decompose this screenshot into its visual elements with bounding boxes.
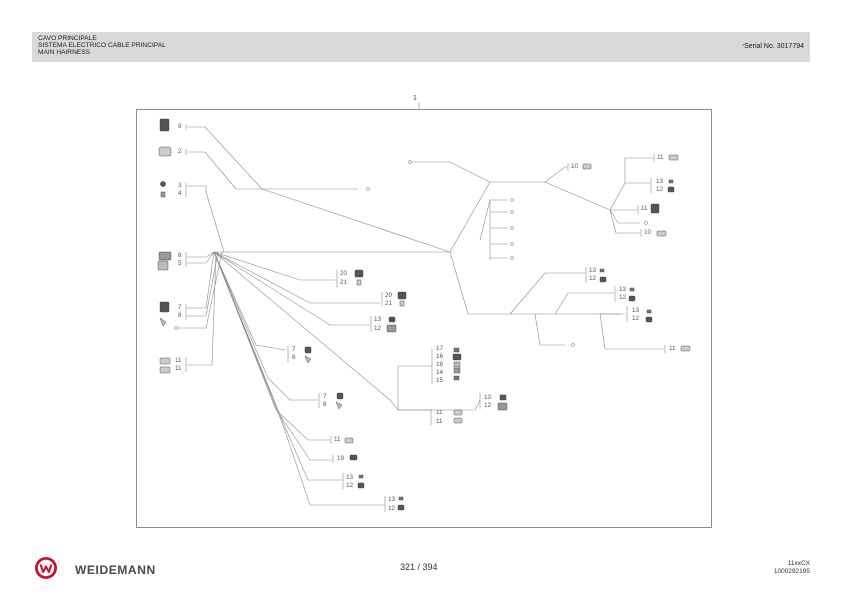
callout-11: 11 (334, 436, 341, 443)
callout-12: 12 (374, 325, 382, 332)
callout-12: 12 (619, 294, 627, 301)
title-line-es: SISTEMA ELECTRICO CABLE PRINCIPAL (38, 42, 166, 50)
callout-12: 12 (484, 402, 492, 409)
callout-14: 14 (436, 369, 444, 376)
harness-lines (176, 102, 664, 506)
serial-footnote-mark: * (742, 43, 745, 48)
callout-6: 6 (178, 252, 182, 259)
callout-7: 7 (178, 304, 182, 311)
callout-21: 21 (385, 300, 393, 307)
callout-13: 13 (632, 307, 640, 314)
callout-11: 11 (657, 154, 664, 161)
callout-8: 8 (292, 354, 296, 361)
callout-10: 10 (571, 163, 579, 170)
callout-19: 19 (337, 455, 345, 462)
wiring-diagram-frame (136, 109, 712, 528)
callout-20: 20 (340, 270, 348, 277)
callout-8: 8 (323, 401, 327, 408)
callout-12: 12 (346, 482, 354, 489)
callout-11: 11 (669, 345, 676, 352)
callout-5: 5 (178, 260, 182, 267)
callout-3: 3 (178, 182, 182, 189)
model-code: 11xxCX (787, 560, 810, 567)
serial-number: *Serial No. 3017794 (742, 43, 804, 50)
assembly-callout: 1 (413, 95, 417, 102)
model-info: 11xxCX 1000292195 (774, 560, 810, 575)
callout-8: 8 (178, 312, 182, 319)
wire-terminals (174, 160, 648, 347)
callout-13: 13 (388, 496, 396, 503)
callout-brackets (185, 124, 666, 512)
callout-12: 12 (656, 186, 664, 193)
callout-7: 7 (323, 393, 327, 400)
callout-21: 21 (340, 279, 348, 286)
callout-13: 13 (656, 178, 664, 185)
callout-16: 16 (436, 353, 444, 360)
title-line-en: MAIN HAIRNESS (38, 49, 91, 57)
callout-11: 11 (436, 409, 443, 416)
callout-4: 4 (178, 190, 182, 197)
callout-12: 12 (388, 505, 396, 512)
document-header: CAVO PRINCIPALE SISTEMA ELECTRICO CABLE … (32, 32, 810, 62)
callout-13: 13 (619, 286, 627, 293)
callout-13: 13 (346, 474, 354, 481)
callout-11: 11 (175, 357, 182, 364)
title-line-it: CAVO PRINCIPALE (38, 35, 97, 42)
callout-12: 12 (632, 315, 640, 322)
callout-9: 9 (178, 123, 182, 130)
callout-11: 11 (436, 418, 443, 425)
document-number: 1000292195 (773, 567, 810, 575)
brand-name: WEIDEMANN (75, 563, 156, 577)
callout-10: 10 (644, 229, 652, 236)
callout-13: 13 (589, 267, 597, 274)
page-number: 321 / 394 (400, 562, 438, 572)
callout-11: 11 (641, 205, 648, 212)
callout-15: 15 (436, 377, 444, 384)
header-titles: CAVO PRINCIPALE SISTEMA ELECTRICO CABLE … (38, 35, 166, 57)
callout-11: 11 (175, 365, 182, 372)
callout-12: 12 (589, 275, 597, 282)
callout-20: 20 (385, 292, 393, 299)
serial-label: Serial No. 3017794 (744, 43, 804, 50)
callout-13: 13 (374, 316, 382, 323)
callout-18: 18 (436, 361, 444, 368)
callout-13: 13 (484, 394, 492, 401)
callout-17: 17 (436, 345, 444, 352)
weidemann-logo (35, 557, 57, 579)
connector-symbols (157, 118, 691, 511)
callout-2: 2 (178, 148, 182, 155)
callout-7: 7 (292, 346, 296, 353)
